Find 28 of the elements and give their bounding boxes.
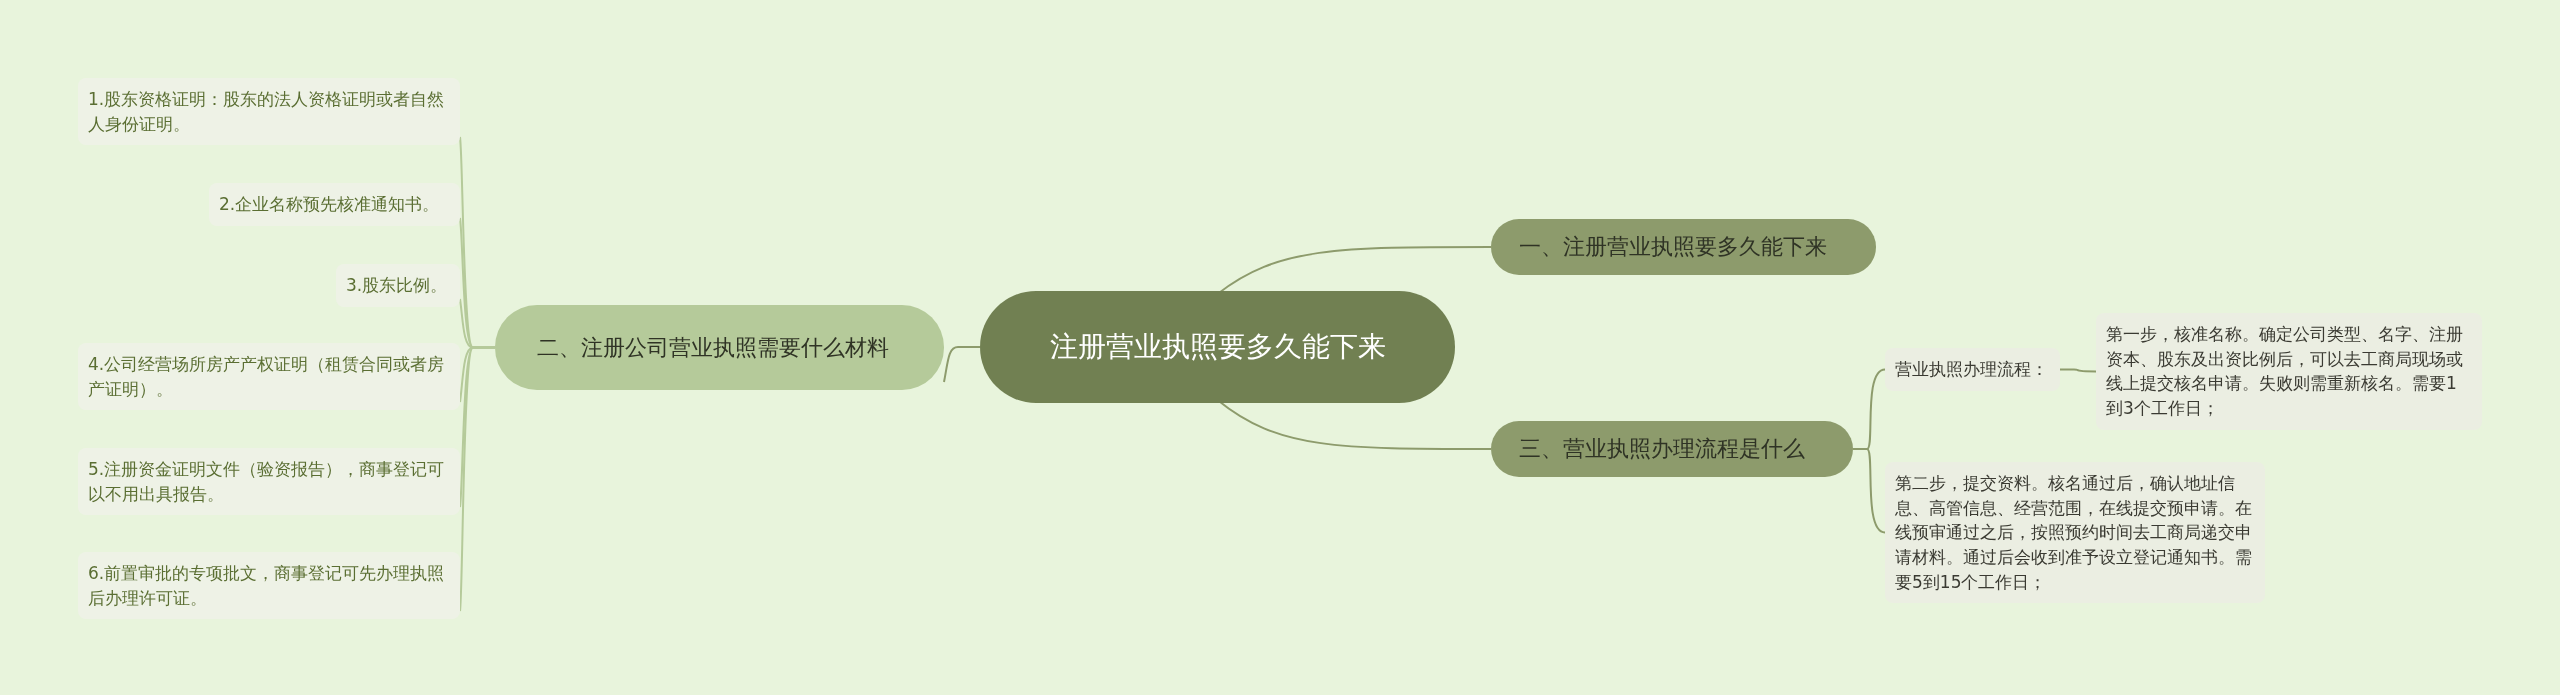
- subtopic-card: [336, 264, 460, 307]
- subtopic-card: [2096, 313, 2482, 430]
- topic-text: 5.注册资金证明文件（验资报告），商事登记可以不用出具报告。: [88, 458, 446, 506]
- subtopic-card: [78, 78, 460, 146]
- topic-text: 第一步，核准名称。确定公司类型、名字、注册资本、股东及出资比例后，可以去工商局现场或线上提交核名申请。失败则需重新核名。需要1到3个工作日；: [2106, 323, 2464, 420]
- subtopic-card: [1885, 462, 2265, 604]
- connector-line: [943, 346, 981, 383]
- topic-text: 一、注册营业执照要多久能下来: [1519, 233, 1828, 261]
- subtopic-card: [1885, 348, 2060, 391]
- subtopic-card: [78, 343, 460, 411]
- subtopic-card: [209, 183, 460, 226]
- connector-line: [459, 346, 496, 612]
- topic-text: 第二步，提交资料。核名通过后，确认地址信息、高管信息、经营范围，在线提交预申请。在线预审通过之后，按照预约时间去工商局递交申请材料。通过后会收到准予设立登记通知书。需要5到15个工作日；: [1895, 472, 2253, 594]
- topic-text: 注册营业执照要多久能下来: [1048, 328, 1387, 365]
- topic-text: 6.前置审批的专项批文，商事登记可先办理执照后办理许可证。: [88, 562, 446, 610]
- connector-line: [1852, 448, 1886, 534]
- connector-line: [2059, 368, 2097, 373]
- topic-text: 3.股东比例。: [346, 274, 449, 297]
- topic-text: 1.股东资格证明：股东的法人资格证明或者自然人身份证明。: [88, 88, 446, 136]
- topic-text: 三、营业执照办理流程是什么: [1519, 435, 1806, 464]
- topic-pill: [1491, 219, 1876, 275]
- topic-pill: [495, 305, 944, 390]
- topic-text: 营业执照办理流程：: [1895, 358, 2049, 381]
- subtopic-card: [78, 552, 460, 620]
- subtopic-card: [78, 448, 460, 516]
- topic-text: 4.公司经营场所房产产权证明（租赁合同或者房产证明）。: [88, 353, 446, 401]
- topic-text: 二、注册公司营业执照需要什么材料: [537, 333, 890, 362]
- topic-text: 2.企业名称预先核准通知书。: [219, 193, 441, 216]
